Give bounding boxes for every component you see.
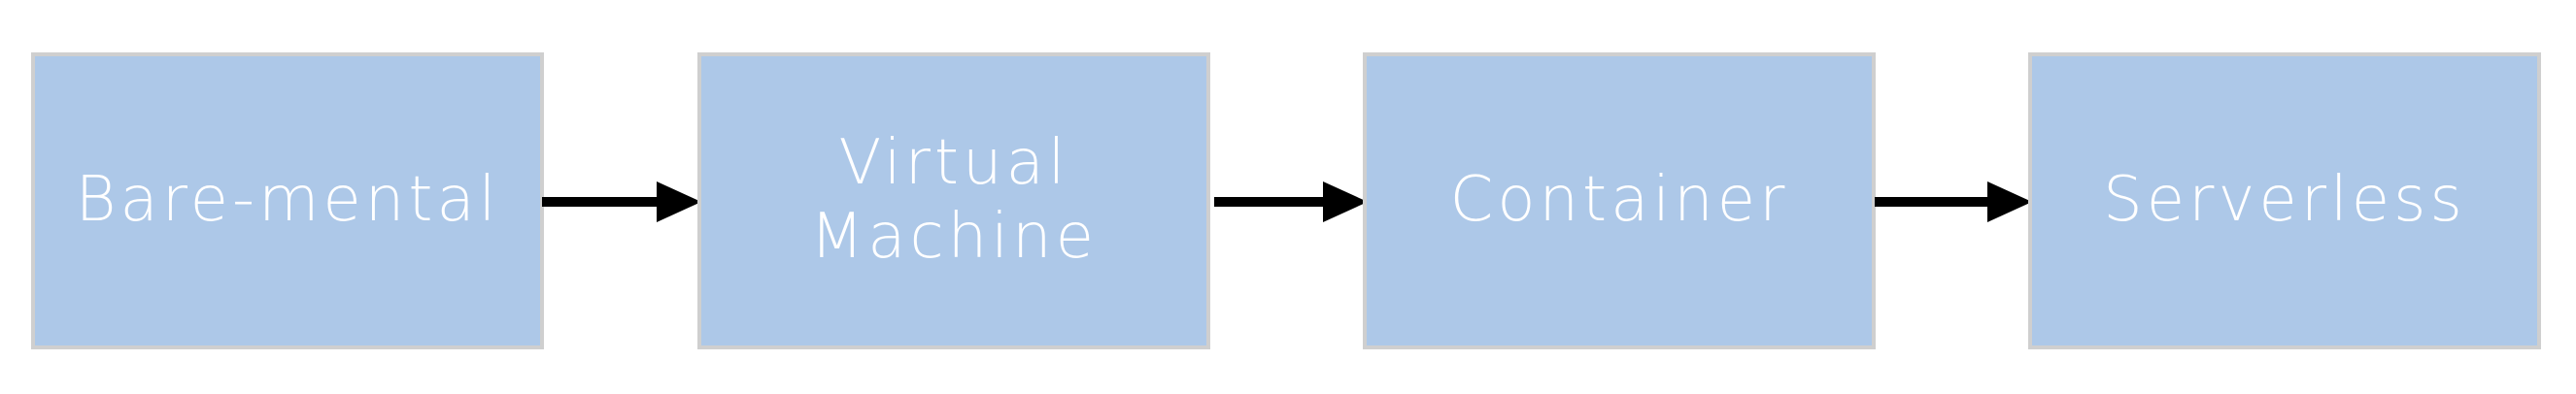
arrow-right-icon	[1214, 180, 1368, 224]
stage-box-container: Container	[1363, 52, 1876, 349]
arrow-right-icon	[1875, 180, 2032, 224]
stage-label: Container	[1449, 164, 1789, 237]
stage-box-serverless: Serverless	[2028, 52, 2541, 349]
stage-label: Bare-mental	[75, 164, 500, 237]
stage-box-virtual-machine: Virtual Machine	[697, 52, 1210, 349]
stage-label: Serverless	[2103, 164, 2466, 237]
arrow-right-icon	[542, 180, 701, 224]
stage-box-bare-metal: Bare-mental	[31, 52, 544, 349]
stage-label: Virtual Machine	[810, 127, 1098, 273]
